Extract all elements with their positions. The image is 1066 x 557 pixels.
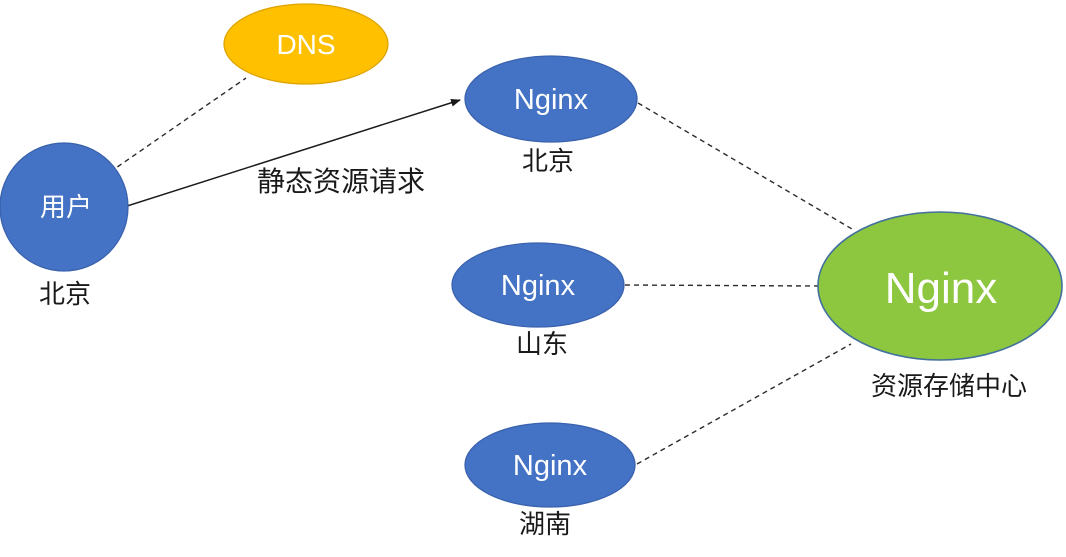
dns-node: [223, 3, 389, 85]
nginx-beijing-node-label: Nginx: [514, 84, 589, 116]
user-nginx-beijing-edge: [126, 98, 461, 207]
nginx-shandong-storage-edge: [624, 284, 819, 287]
nginx-shandong-node-label: Nginx: [501, 270, 576, 302]
storage-center-node-caption: 资源存储中心: [871, 371, 1027, 401]
nginx-beijing-node-caption: 北京: [522, 146, 574, 176]
dns-node-label: DNS: [276, 29, 335, 60]
nginx-beijing-storage-edge: [637, 102, 853, 230]
static-resource-request-edge-label: 静态资源请求: [257, 166, 425, 197]
nginx-hunan-node: [464, 422, 636, 508]
user-node-label: 用户: [40, 192, 92, 222]
nginx-beijing-node: [464, 55, 638, 143]
nginx-hunan-node-caption: 湖南: [519, 509, 571, 539]
storage-center-node-label: Nginx: [885, 264, 998, 313]
user-dns-edge: [109, 77, 247, 173]
user-node-caption: 北京: [39, 279, 91, 309]
nginx-shandong-node: [451, 242, 625, 328]
nginx-shandong-node-caption: 山东: [516, 329, 568, 359]
user-node: [0, 142, 129, 272]
nginx-hunan-node-label: Nginx: [513, 450, 588, 482]
nginx-hunan-storage-edge: [636, 343, 852, 465]
storage-center-node: [817, 211, 1063, 361]
